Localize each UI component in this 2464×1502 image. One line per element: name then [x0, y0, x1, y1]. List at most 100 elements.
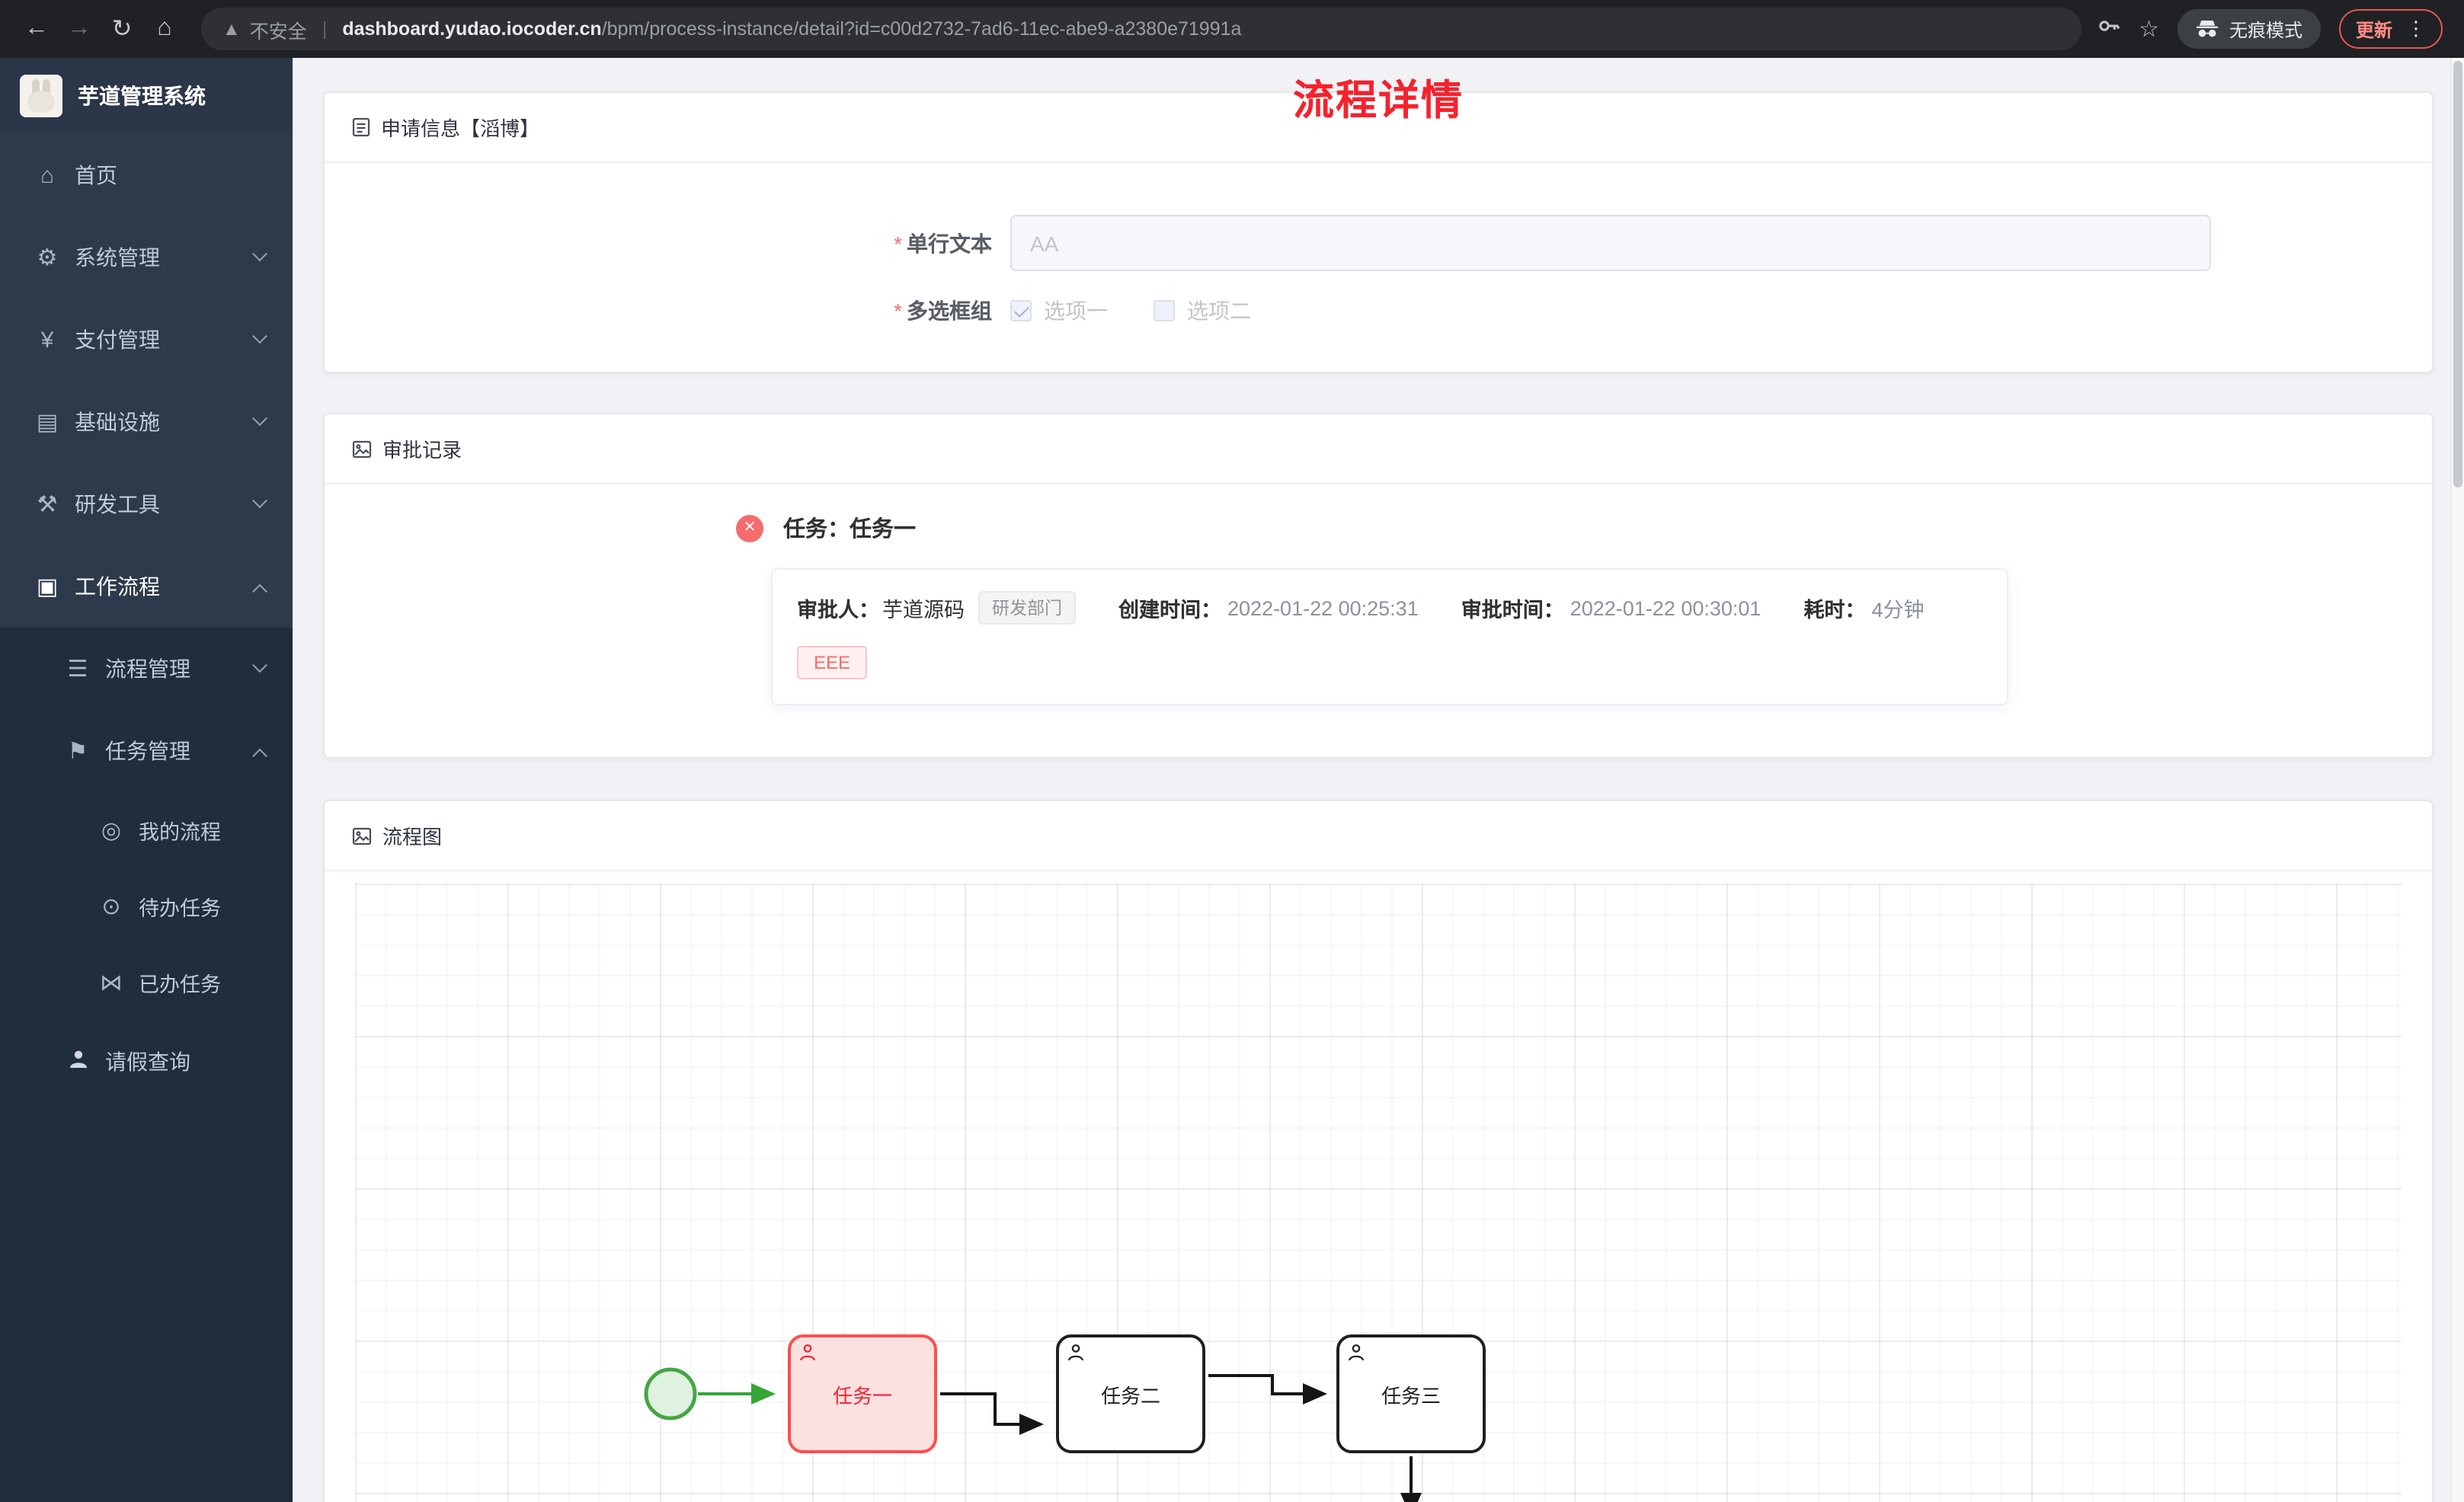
- approved-time: 2022-01-22 00:30:01: [1570, 596, 1762, 619]
- flag-icon: ⚑: [67, 739, 88, 765]
- list-icon: ☰: [67, 657, 88, 682]
- scrollbar[interactable]: [2450, 58, 2464, 1502]
- created-time: 2022-01-22 00:25:31: [1227, 596, 1419, 619]
- key-icon[interactable]: [2096, 13, 2120, 45]
- form-row-checkbox-group: *多选框组 选项一 选项二: [325, 296, 2432, 326]
- forward-icon[interactable]: →: [67, 15, 91, 41]
- start-event-node[interactable]: [644, 1367, 697, 1421]
- checkbox-label: 选项二: [1187, 299, 1251, 323]
- flow-task1-to-task2: [940, 1392, 1044, 1435]
- browser-toolbar: ← → ↻ ⌂ ▲ 不安全 | dashboard.yudao.iocoder.…: [0, 0, 2464, 58]
- card-title: 审批记录: [382, 439, 462, 462]
- gear-icon: ⚙: [37, 245, 58, 271]
- address-bar[interactable]: ▲ 不安全 | dashboard.yudao.iocoder.cn/bpm/p…: [201, 8, 2082, 50]
- image-icon: [352, 826, 372, 845]
- sidebar-item-system[interactable]: ⚙ 系统管理: [0, 216, 293, 299]
- checkbox-checked-icon[interactable]: [1010, 300, 1032, 321]
- approval-detail-line: 审批人： 芋道源码 研发部门 创建时间： 2022-01-22 00:25:31…: [797, 591, 1982, 625]
- chevron-up-icon: [252, 583, 267, 599]
- browser-menu-icon[interactable]: ⋮: [2406, 17, 2426, 40]
- sidebar-item-devtools[interactable]: ⚒ 研发工具: [0, 463, 293, 545]
- sidebar-item-label: 首页: [75, 163, 117, 187]
- sidebar-item-done-tasks[interactable]: ⋈ 已办任务: [0, 944, 293, 1021]
- single-line-text-input[interactable]: [1010, 215, 2211, 271]
- scrollbar-thumb[interactable]: [2453, 61, 2462, 487]
- security-label: 不安全: [249, 21, 307, 42]
- approver-name: 芋道源码: [882, 599, 965, 622]
- sidebar-item-todo-tasks[interactable]: ⊙ 待办任务: [0, 868, 293, 944]
- approver-label: 审批人：: [797, 599, 879, 622]
- sidebar-item-label: 已办任务: [139, 973, 221, 996]
- required-mark: *: [894, 231, 902, 255]
- bpmn-task-2[interactable]: 任务二: [1056, 1334, 1205, 1453]
- process-diagram-card: 流程图: [323, 800, 2434, 1502]
- sidebar-item-label: 流程管理: [105, 657, 190, 681]
- approval-timeline: ✕ 任务：任务一 审批人： 芋道源码 研发部门 创建时间：: [325, 484, 2432, 757]
- incognito-spy-icon: [2196, 21, 2219, 37]
- user-task-icon: [800, 1344, 815, 1361]
- task-label: 任务三: [1381, 1384, 1441, 1407]
- omnibox-divider: |: [322, 18, 328, 40]
- incognito-badge: 无痕模式: [2177, 9, 2321, 49]
- sidebar-item-home[interactable]: ⌂ 首页: [0, 134, 293, 216]
- sidebar-item-label: 工作流程: [75, 574, 160, 599]
- app-window: 芋道管理系统 ⌂ 首页 ⚙ 系统管理 ¥ 支付管理 ▤: [0, 58, 2464, 1502]
- bpmn-canvas[interactable]: 任务一 任务二 任务三: [355, 884, 2402, 1502]
- url-text: dashboard.yudao.iocoder.cn/bpm/process-i…: [342, 18, 1241, 40]
- field-label: *多选框组: [894, 299, 992, 323]
- tools-icon: ⚒: [37, 492, 58, 518]
- home-icon[interactable]: ⌂: [157, 15, 172, 41]
- duration-group: 耗时： 4分钟: [1803, 593, 1924, 623]
- app-logo[interactable]: 芋道管理系统: [0, 58, 293, 134]
- bpmn-task-3[interactable]: 任务三: [1336, 1334, 1486, 1453]
- created-time-group: 创建时间： 2022-01-22 00:25:31: [1118, 593, 1419, 623]
- comment-tag: EEE: [797, 646, 868, 679]
- required-mark: *: [894, 299, 902, 323]
- user-task-icon: [1349, 1344, 1364, 1361]
- form-row-text: *单行文本: [325, 215, 2432, 271]
- sidebar-menu: ⌂ 首页 ⚙ 系统管理 ¥ 支付管理 ▤ 基础设施: [0, 134, 293, 1502]
- logo-avatar: [20, 75, 62, 117]
- task-title: 任务：任务一: [783, 518, 916, 542]
- checkbox-unchecked-icon[interactable]: [1154, 300, 1175, 321]
- bpmn-connectors: [644, 1367, 1422, 1502]
- sidebar-item-payment[interactable]: ¥ 支付管理: [0, 299, 293, 381]
- approval-record-header: 审批记录: [325, 414, 2432, 484]
- bpmn-task-1[interactable]: 任务一: [788, 1334, 937, 1453]
- sidebar-item-infra[interactable]: ▤ 基础设施: [0, 381, 293, 463]
- sidebar-item-workflow[interactable]: ▣ 工作流程: [0, 545, 293, 628]
- back-icon[interactable]: ←: [24, 15, 49, 41]
- bookmark-star-icon[interactable]: ☆: [2139, 17, 2159, 43]
- browser-update-button[interactable]: 更新 ⋮: [2338, 9, 2443, 49]
- reload-icon[interactable]: ↻: [111, 17, 133, 43]
- duration-value: 4分钟: [1871, 599, 1925, 622]
- sidebar-item-label: 请假查询: [105, 1050, 190, 1074]
- page-title: 流程详情: [1293, 78, 1464, 123]
- sidebar-item-label: 我的流程: [139, 821, 221, 844]
- sidebar-item-process-management[interactable]: ☰ 流程管理: [0, 628, 293, 710]
- chevron-down-icon: [252, 657, 267, 673]
- department-tag: 研发部门: [978, 591, 1076, 625]
- approved-label: 审批时间：: [1461, 599, 1564, 622]
- app-title: 芋道管理系统: [78, 84, 206, 108]
- url-path: /bpm/process-instance/detail?id=c00d2732…: [601, 18, 1242, 40]
- field-label: *单行文本: [894, 231, 992, 255]
- sidebar-item-my-processes[interactable]: ◎ 我的流程: [0, 792, 293, 868]
- chevron-down-icon: [252, 492, 267, 508]
- checkbox-option-2[interactable]: 选项二: [1154, 296, 1251, 326]
- incognito-label: 无痕模式: [2229, 19, 2302, 40]
- chevron-up-icon: [252, 747, 267, 763]
- task-label: 任务二: [1100, 1384, 1160, 1407]
- flow-task2-to-task3: [1208, 1374, 1327, 1405]
- sidebar-item-task-management[interactable]: ⚑ 任务管理: [0, 710, 293, 792]
- application-form: *单行文本 *多选框组 选项一: [325, 163, 2432, 372]
- checkbox-option-1[interactable]: 选项一: [1010, 296, 1108, 326]
- card-title: 申请信息【滔博】: [381, 117, 540, 140]
- approval-detail-box: 审批人： 芋道源码 研发部门 创建时间： 2022-01-22 00:25:31…: [771, 568, 2008, 705]
- sidebar-item-leave-query[interactable]: 请假查询: [0, 1021, 293, 1103]
- toolbar-right: ☆ 无痕模式 更新 ⋮: [2096, 9, 2449, 49]
- application-info-card: 申请信息【滔博】 *单行文本 *多选框组 选项: [323, 91, 2434, 373]
- infra-icon: ▤: [36, 410, 59, 436]
- done-tasks-icon: ⋈: [100, 970, 123, 996]
